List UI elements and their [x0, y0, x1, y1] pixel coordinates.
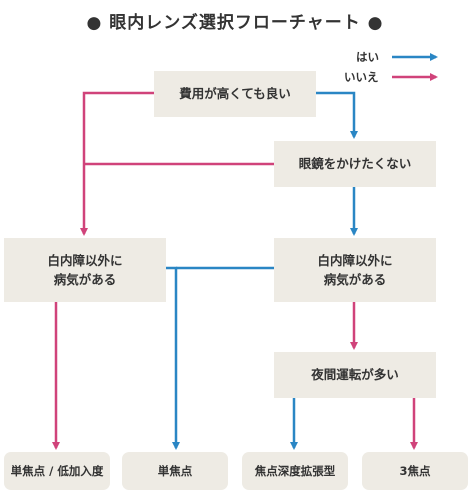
node-cost: 費用が高くても良い — [154, 71, 316, 117]
node-cataract-right: 白内障以外に 病気がある — [274, 238, 436, 302]
result-monofocal: 単焦点 — [122, 452, 228, 490]
node-cataract-right-line2: 病気がある — [323, 272, 387, 287]
node-cataract-right-line1: 白内障以外に — [317, 252, 393, 268]
result-trifocal: 3焦点 — [362, 452, 468, 490]
node-cataract-left: 白内障以外に 病気がある — [4, 238, 166, 302]
legend-no-label: いいえ — [344, 70, 379, 84]
legend-yes-label: はい — [356, 50, 379, 64]
arrow-cost-yes — [316, 91, 358, 139]
page-title: ● 眼内レンズ選択フローチャート ● — [86, 13, 384, 33]
result-edof: 焦点深度拡張型 — [242, 452, 348, 490]
arrow-cost-no — [80, 91, 154, 236]
node-glasses: 眼鏡をかけたくない — [274, 141, 436, 187]
node-cataract-left-line2: 病気がある — [53, 272, 117, 287]
node-cataract-left-line1: 白内障以外に — [47, 252, 123, 268]
result-monofocal-low-add: 単焦点 / 低加入度 — [4, 452, 110, 490]
node-night-driving: 夜間運転が多い — [274, 352, 436, 398]
arrow-left-cataract-yes — [166, 266, 180, 450]
